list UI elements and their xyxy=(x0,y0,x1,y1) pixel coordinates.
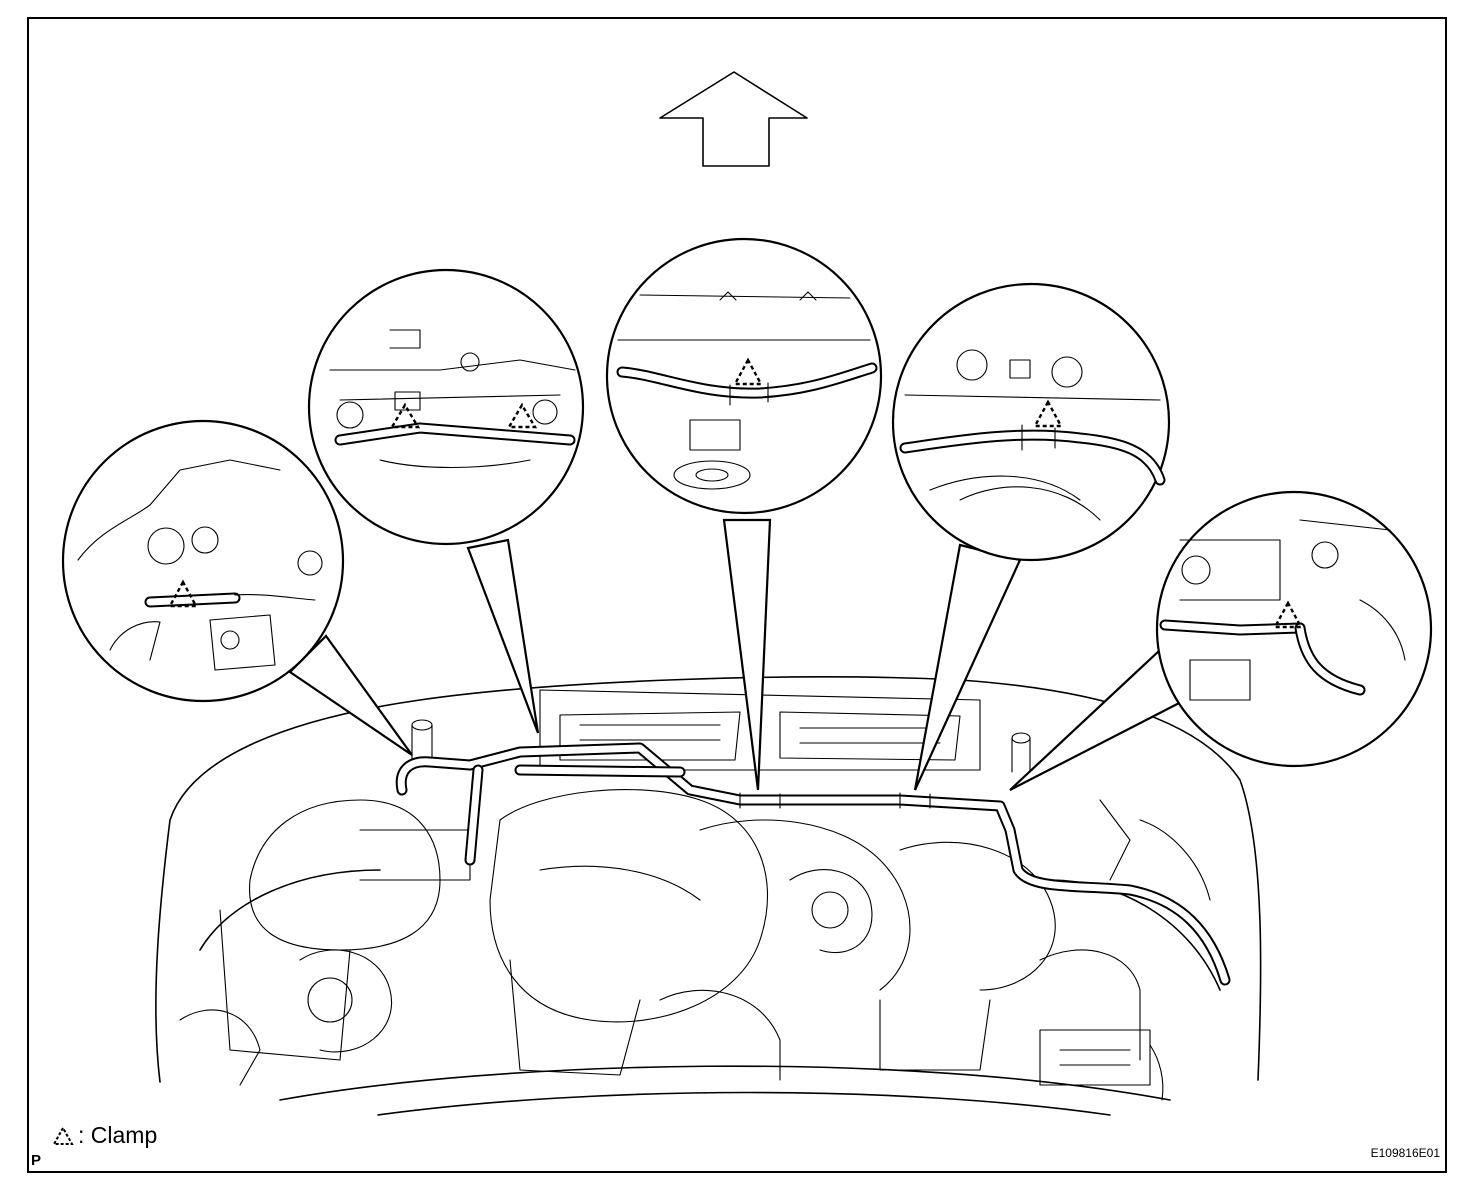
front-direction-arrow-icon xyxy=(659,71,808,167)
legend-text: : Clamp xyxy=(78,1122,158,1148)
engine-bay-illustration xyxy=(155,676,1262,1116)
callout-right xyxy=(1155,490,1433,768)
diagram-border xyxy=(27,17,1447,1173)
figure-id: E109816E01 xyxy=(1370,1146,1440,1160)
page-mark: P xyxy=(31,1152,42,1169)
dashed-triangle-clamp-icon xyxy=(52,1125,74,1145)
callout-leaders xyxy=(288,518,1187,791)
callout-left xyxy=(61,419,345,703)
callout-center xyxy=(605,237,883,515)
callout-right-center xyxy=(891,282,1171,562)
legend: : Clamp xyxy=(52,1122,157,1149)
callout-left-center xyxy=(307,268,585,546)
